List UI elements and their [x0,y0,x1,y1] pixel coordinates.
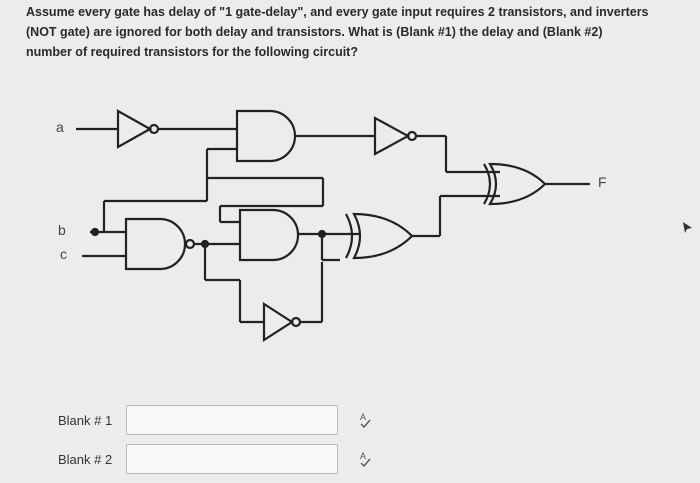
blank-2-row: Blank # 2 A [58,444,378,478]
input-c-label: c [60,246,67,262]
and-gate-2 [238,208,300,262]
or-gate-final [483,162,547,206]
xor-gate [345,212,414,260]
question-line-2: (NOT gate) are ignored for both delay an… [26,25,603,39]
question-line-1: Assume every gate has delay of "1 gate-d… [26,5,649,19]
question-text: Assume every gate has delay of "1 gate-d… [26,2,676,62]
blank-2-input[interactable] [126,444,338,474]
blank-1-input[interactable] [126,405,338,435]
nand-gate [124,217,196,271]
svg-text:A: A [360,451,366,461]
not-gate-3 [262,301,302,343]
svg-text:A: A [360,412,366,422]
output-f-label: F [598,174,607,190]
not-gate-2 [373,116,418,156]
spellcheck-icon[interactable]: A [358,450,372,468]
mouse-cursor-icon [683,222,692,233]
and-gate-1 [235,109,297,163]
not-gate-a [116,109,160,149]
logic-circuit-diagram [76,109,590,343]
input-a-label: a [56,119,64,135]
blank-1-row: Blank # 1 A [58,405,378,439]
input-b-label: b [58,222,66,238]
spellcheck-icon[interactable]: A [358,411,372,429]
blank-1-label: Blank # 1 [58,413,113,428]
question-line-3: number of required transistors for the f… [26,45,358,59]
blank-2-label: Blank # 2 [58,452,113,467]
